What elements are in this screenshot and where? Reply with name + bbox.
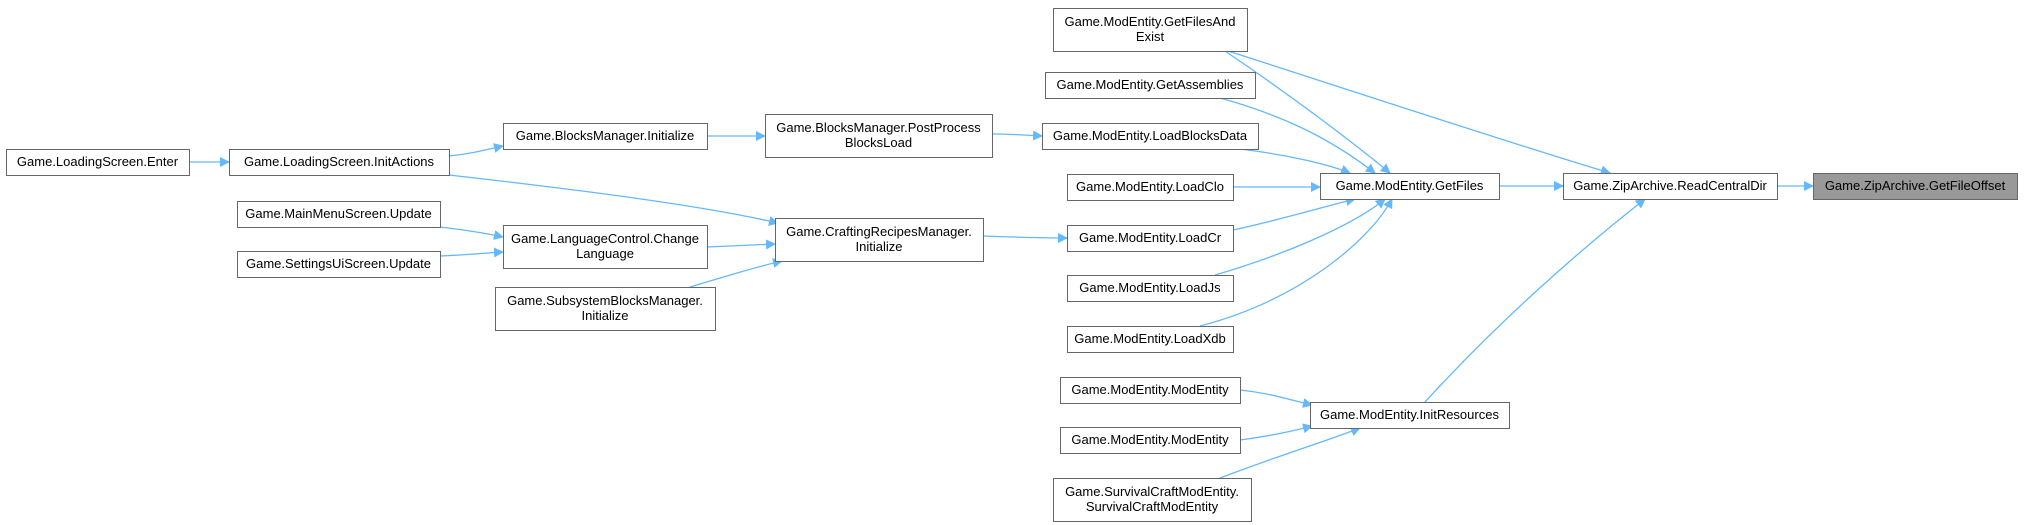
edge-loadcr-to-getfiles — [1232, 196, 1356, 231]
node-subsystemblocks[interactable]: Game.SubsystemBlocksManager.Initialize — [495, 287, 716, 331]
node-initresources[interactable]: Game.ModEntity.InitResources — [1310, 402, 1510, 429]
node-getassemblies[interactable]: Game.ModEntity.GetAssemblies — [1045, 72, 1256, 99]
node-loadxdb[interactable]: Game.ModEntity.LoadXdb — [1067, 326, 1234, 353]
nodes-layer: Game.ZipArchive.GetFileOffset Game.ZipArc… — [6, 8, 2018, 522]
node-box[interactable] — [775, 218, 984, 262]
edge-subsystemblocks-to-craftingrecipes — [689, 258, 783, 288]
edge-loadblocksdata-to-getfiles — [1239, 148, 1351, 175]
node-loadjs[interactable]: Game.ModEntity.LoadJs — [1067, 275, 1234, 302]
node-box[interactable] — [1310, 402, 1510, 429]
edge-craftingrecipes-to-loadcr — [982, 232, 1068, 243]
node-loadclo[interactable]: Game.ModEntity.LoadClo — [1067, 174, 1234, 201]
node-label: Game.MainMenuScreen.Update — [245, 206, 431, 221]
node-loadcr[interactable]: Game.ModEntity.LoadCr — [1067, 225, 1234, 252]
node-box[interactable] — [6, 149, 190, 176]
node-label: Game.LanguageControl.Change — [511, 231, 699, 246]
node-label: Game.SurvivalCraftModEntity. — [1065, 484, 1239, 499]
node-label: Game.SettingsUiScreen.Update — [246, 256, 431, 271]
node-label: Game.ModEntity.LoadCr — [1079, 230, 1222, 245]
node-modentity2[interactable]: Game.ModEntity.ModEntity — [1060, 427, 1241, 454]
node-readcentraldir[interactable]: Game.ZipArchive.ReadCentralDir — [1563, 173, 1778, 200]
node-label: Game.SubsystemBlocksManager. — [507, 293, 703, 308]
node-box[interactable] — [1320, 173, 1500, 200]
edge-getfilesandexist-to-getfiles — [1224, 50, 1391, 174]
node-box[interactable] — [1060, 377, 1241, 404]
node-label: Game.ModEntity.GetFiles — [1336, 178, 1484, 193]
node-box[interactable] — [765, 114, 993, 158]
node-label: Game.CraftingRecipesManager. — [786, 224, 972, 239]
node-getfileoffset[interactable]: Game.ZipArchive.GetFileOffset — [1813, 173, 2018, 200]
node-craftingrecipes[interactable]: Game.CraftingRecipesManager.Initialize — [775, 218, 984, 262]
node-label: Game.BlocksManager.PostProcess — [776, 120, 981, 135]
edge-modentity1-to-initresources — [1239, 389, 1313, 408]
node-box[interactable] — [1060, 427, 1241, 454]
node-box[interactable] — [237, 251, 441, 278]
edge-loadjs-to-getfiles — [1214, 198, 1386, 276]
node-box[interactable] — [1067, 225, 1234, 252]
node-box[interactable] — [1813, 173, 2018, 200]
node-label: BlocksLoad — [845, 135, 912, 150]
node-settingsupdate[interactable]: Game.SettingsUiScreen.Update — [237, 251, 441, 278]
edge-modentity2-to-initresources — [1239, 423, 1313, 441]
node-box[interactable] — [1067, 174, 1234, 201]
node-label: Language — [576, 246, 634, 261]
node-box[interactable] — [1053, 478, 1252, 522]
edge-languagecontrol-to-craftingrecipes — [706, 239, 776, 250]
edge-loadxdb-to-getfiles — [1199, 198, 1393, 327]
edge-initactions-to-craftingrecipes — [448, 174, 779, 226]
node-loadblocksdata[interactable]: Game.ModEntity.LoadBlocksData — [1042, 123, 1259, 150]
node-box[interactable] — [1045, 72, 1256, 99]
node-box[interactable] — [503, 123, 708, 150]
edge-initactions-to-blocksmanagerinit — [448, 143, 504, 157]
node-label: Game.ModEntity.LoadBlocksData — [1053, 128, 1248, 143]
node-box[interactable] — [1053, 8, 1248, 52]
node-box[interactable] — [229, 149, 450, 176]
node-box[interactable] — [495, 287, 716, 331]
node-box[interactable] — [1563, 173, 1778, 200]
node-label: Initialize — [582, 308, 629, 323]
node-label: SurvivalCraftModEntity — [1086, 499, 1219, 514]
node-label: Game.ModEntity.GetFilesAnd — [1065, 14, 1236, 29]
edge-getassemblies-to-getfiles — [1219, 97, 1376, 174]
node-modentity1[interactable]: Game.ModEntity.ModEntity — [1060, 377, 1241, 404]
node-box[interactable] — [1067, 326, 1234, 353]
node-label: Game.LoadingScreen.InitActions — [244, 154, 435, 169]
node-box[interactable] — [1042, 123, 1259, 150]
node-label: Exist — [1136, 29, 1165, 44]
node-label: Game.ModEntity.LoadClo — [1076, 179, 1224, 194]
node-label: Game.ZipArchive.GetFileOffset — [1825, 178, 2006, 193]
node-label: Game.ModEntity.InitResources — [1320, 407, 1499, 422]
edge-survivalcraft-to-initresources — [1219, 426, 1361, 479]
node-getfiles[interactable]: Game.ModEntity.GetFiles — [1320, 173, 1500, 200]
node-survivalcraft[interactable]: Game.SurvivalCraftModEntity.SurvivalCraf… — [1053, 478, 1252, 522]
node-initactions[interactable]: Game.LoadingScreen.InitActions — [229, 149, 450, 176]
edge-postprocess-to-loadblocksdata — [991, 130, 1043, 141]
node-blocksmanagerinit[interactable]: Game.BlocksManager.Initialize — [503, 123, 708, 150]
node-box[interactable] — [237, 201, 441, 228]
node-label: Game.ModEntity.LoadJs — [1079, 280, 1221, 295]
edge-mainmenuupdate-to-languagecontrol — [439, 226, 504, 240]
node-mainmenuupdate[interactable]: Game.MainMenuScreen.Update — [237, 201, 441, 228]
node-box[interactable] — [1067, 275, 1234, 302]
node-label: Game.ModEntity.LoadXdb — [1074, 331, 1226, 346]
edge-initresources-to-readcentraldir — [1424, 198, 1646, 403]
node-label: Game.LoadingScreen.Enter — [17, 154, 179, 169]
node-label: Initialize — [856, 239, 903, 254]
edges-layer — [189, 50, 1814, 479]
node-label: Game.ZipArchive.ReadCentralDir — [1573, 178, 1767, 193]
edge-getfilesandexist-to-readcentraldir — [1227, 50, 1611, 176]
node-label: Game.ModEntity.ModEntity — [1071, 432, 1229, 447]
edge-settingsupdate-to-languagecontrol — [439, 247, 504, 258]
node-label: Game.BlocksManager.Initialize — [516, 128, 694, 143]
node-label: Game.ModEntity.ModEntity — [1071, 382, 1229, 397]
node-box[interactable] — [503, 225, 708, 269]
node-label: Game.ModEntity.GetAssemblies — [1057, 77, 1244, 92]
node-loadingenter[interactable]: Game.LoadingScreen.Enter — [6, 149, 190, 176]
